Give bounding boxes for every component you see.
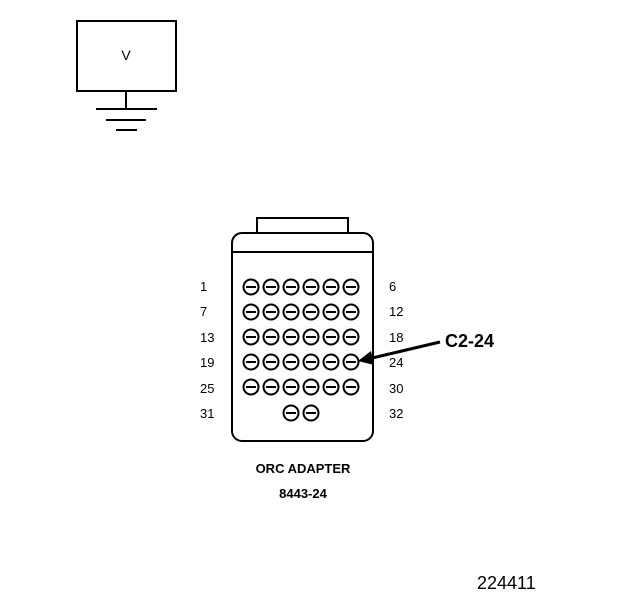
connector-pin [262, 278, 280, 296]
connector-pin [262, 353, 280, 371]
row-end-label: 32 [389, 406, 403, 421]
voltmeter-label: V [121, 47, 131, 63]
voltmeter-symbol: V [76, 20, 177, 92]
row-end-label: 24 [389, 355, 403, 370]
connector-pin [342, 278, 360, 296]
connector-pin [242, 278, 260, 296]
callout-label: C2-24 [445, 331, 494, 351]
orc-adapter-connector [231, 217, 374, 442]
connector-pin [302, 353, 320, 371]
connector-pin [322, 353, 340, 371]
row-start-label: 7 [200, 304, 207, 319]
connector-pin [282, 303, 300, 321]
row-end-label: 12 [389, 304, 403, 319]
row-start-label: 19 [200, 355, 214, 370]
connector-pin [262, 303, 280, 321]
connector-pin [242, 353, 260, 371]
connector-pin [342, 378, 360, 396]
figure-id: 224411 [477, 573, 536, 593]
callout-arrow [358, 340, 441, 365]
connector-pin [322, 278, 340, 296]
row-start-label: 1 [200, 279, 207, 294]
connector-pin [342, 328, 360, 346]
connector-pin [282, 328, 300, 346]
connector-pins [242, 278, 360, 422]
row-end-label: 6 [389, 279, 396, 294]
connector-pin [302, 303, 320, 321]
connector-pin [322, 328, 340, 346]
connector-pin [302, 328, 320, 346]
connector-latch [256, 217, 349, 235]
connector-title: ORC ADAPTER [256, 461, 351, 476]
connector-pin [342, 303, 360, 321]
connector-pin [242, 378, 260, 396]
row-end-label: 30 [389, 381, 403, 396]
connector-pin [302, 404, 320, 422]
connector-pin [242, 303, 260, 321]
connector-part-number: 8443-24 [279, 486, 327, 501]
row-end-label: 18 [389, 330, 403, 345]
connector-pin [322, 378, 340, 396]
ground-icon [96, 91, 157, 131]
connector-pin [322, 303, 340, 321]
connector-pin [242, 328, 260, 346]
connector-pin [282, 378, 300, 396]
row-start-label: 25 [200, 381, 214, 396]
connector-pin [282, 353, 300, 371]
pin-row-labels: 1 7 13 19 25 31 6 12 18 24 30 32 [200, 279, 403, 421]
row-start-label: 31 [200, 406, 214, 421]
connector-pin [262, 378, 280, 396]
row-start-label: 13 [200, 330, 214, 345]
connector-pin [302, 378, 320, 396]
connector-pin [262, 328, 280, 346]
connector-pin [282, 404, 300, 422]
connector-pin [342, 353, 360, 371]
connector-pin [302, 278, 320, 296]
connector-pin [282, 278, 300, 296]
